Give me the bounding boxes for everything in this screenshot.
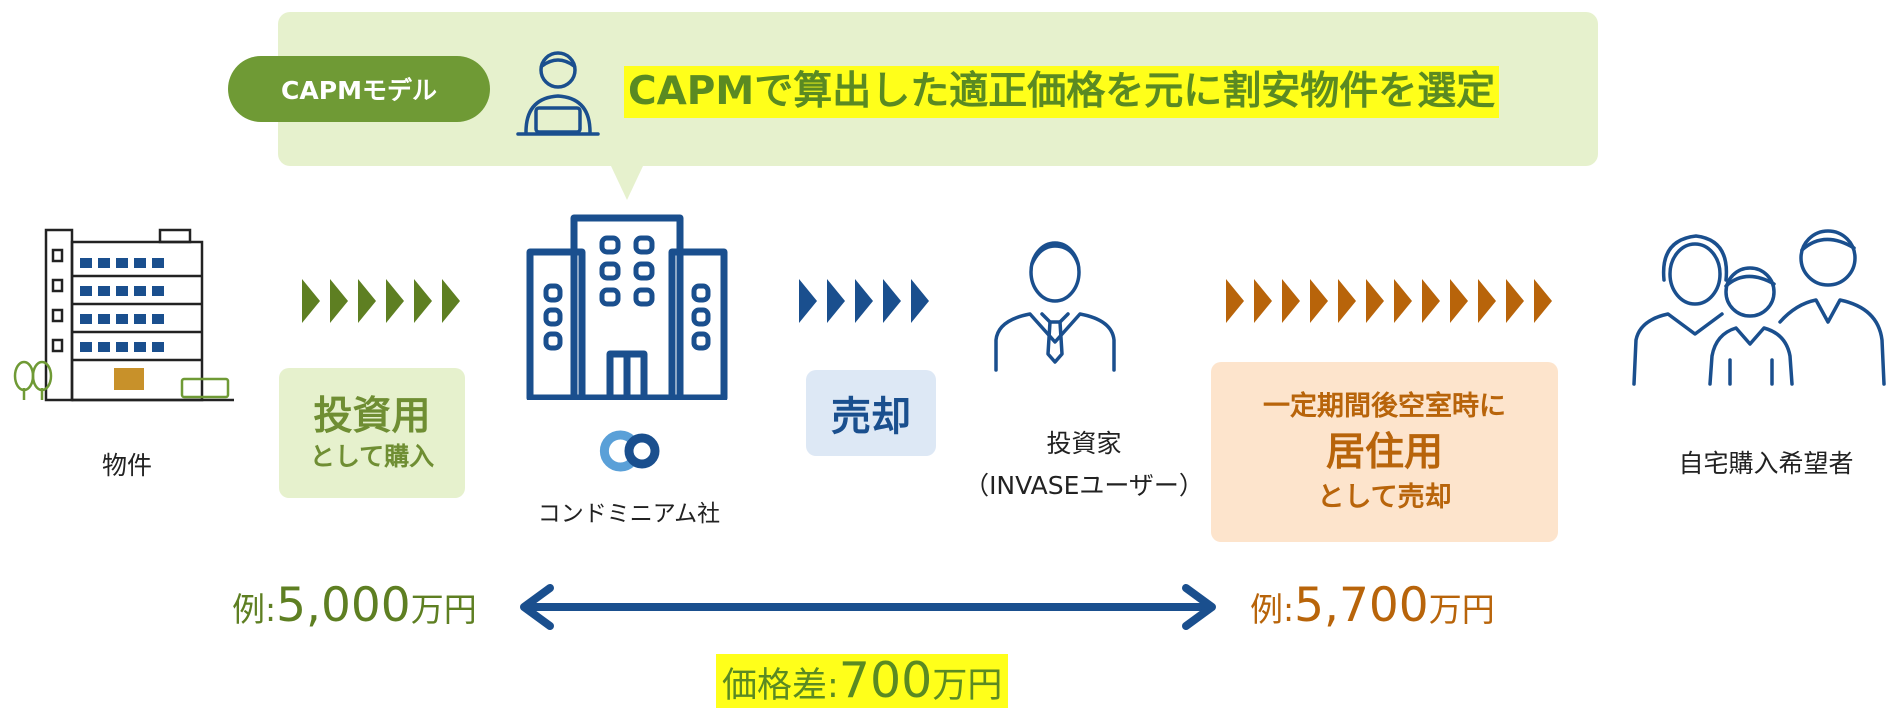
price-right-amount: 5,700 [1294, 578, 1429, 633]
price-difference: 価格差:700万円 [716, 652, 1009, 709]
price-right-unit: 万円 [1428, 590, 1495, 629]
apartment-building-icon [13, 228, 234, 402]
capm-model-pill: CAPMモデル [228, 56, 490, 122]
investor-label-line1: 投資家 [1046, 429, 1122, 458]
resale-step-box: 一定期間後空室時に 居住用 として売却 [1211, 362, 1558, 542]
chevrons-orange-icon [1226, 279, 1552, 323]
price-left: 例:5,000万円 [232, 578, 477, 633]
chevrons-green-icon [302, 279, 460, 323]
resale-step-line1: 一定期間後空室時に [1263, 391, 1506, 422]
chevrons-navy-icon [799, 279, 929, 323]
resale-step-sub: として売却 [1317, 482, 1452, 513]
sale-step-box: 売却 [806, 370, 936, 456]
price-left-amount: 5,000 [276, 578, 411, 633]
investor-label-line2: （INVASEユーザー） [964, 471, 1204, 500]
company-logo-icon [599, 430, 660, 472]
office-building-icon [526, 214, 728, 400]
callout-tail [611, 166, 643, 200]
resale-step-title: 居住用 [1325, 430, 1443, 475]
purchase-step-title: 投資用 [313, 394, 431, 439]
price-left-prefix: 例: [232, 590, 277, 629]
businessman-icon [994, 241, 1116, 372]
sale-step-label: 売却 [831, 394, 911, 440]
purchase-step-sub: として購入 [309, 442, 435, 471]
company-label: コンドミニアム社 [537, 501, 721, 527]
price-right-prefix: 例: [1250, 590, 1295, 629]
price-diff-unit: 万円 [932, 666, 1003, 706]
price-diff-amount: 700 [838, 652, 933, 709]
capm-model-label: CAPMモデル [281, 76, 437, 105]
family-icon [1632, 229, 1886, 386]
price-right: 例:5,700万円 [1250, 578, 1495, 633]
purchase-step-box: 投資用 として購入 [279, 368, 465, 498]
callout-headline: CAPMで算出した適正価格を元に割安物件を選定 [624, 66, 1500, 118]
buyer-label: 自宅購入希望者 [1678, 449, 1854, 478]
person-laptop-icon [516, 51, 600, 136]
price-range-arrow [520, 584, 1216, 630]
price-left-unit: 万円 [410, 590, 477, 629]
price-diff-prefix: 価格差: [722, 666, 839, 706]
property-label: 物件 [101, 451, 152, 480]
